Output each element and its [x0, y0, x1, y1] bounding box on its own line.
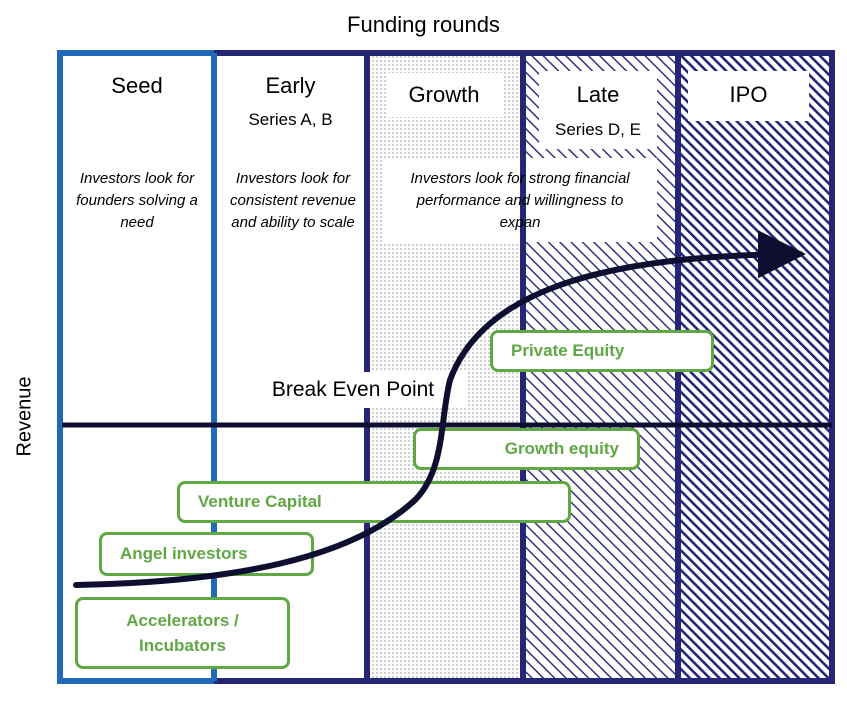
investor-angel-label: Angel investors — [120, 544, 248, 563]
stage-growth-name: Growth — [408, 82, 480, 107]
seed-column — [60, 53, 214, 681]
early-column — [214, 53, 367, 681]
ipo-label-panel — [688, 71, 809, 121]
investor-angel: Angel investors — [99, 532, 314, 576]
growth-description-panel — [382, 158, 657, 242]
stage-early-name: Early — [265, 73, 316, 98]
stage-early-description: Investors look for consistent revenue an… — [230, 170, 356, 231]
investor-venture-capital: Venture Capital — [177, 481, 571, 523]
stage-seed-description: Investors look for founders solving a ne… — [76, 170, 198, 231]
stage-early-subtitle: Series A, B — [248, 110, 333, 129]
investor-private-equity-label: Private Equity — [511, 341, 625, 360]
stage-late-name: Late — [576, 82, 620, 107]
investor-growth-equity: Growth equity — [413, 428, 640, 470]
investor-growth-equity-label: Growth equity — [504, 439, 619, 458]
late-label-panel — [539, 71, 657, 149]
stage-ipo-name: IPO — [729, 82, 768, 107]
investor-venture-capital-label: Venture Capital — [198, 492, 322, 511]
break-even-label: Break Even Point — [238, 372, 468, 408]
investor-accelerators-label: Accelerators / Incubators — [126, 611, 239, 655]
stage-late-subtitle: Series D, E — [555, 120, 641, 139]
stage-seed-name: Seed — [111, 73, 163, 98]
investor-private-equity: Private Equity — [490, 330, 714, 372]
stage-growth-description: Investors look for strong financial perf… — [410, 170, 630, 231]
frame-blue-seed — [57, 50, 214, 684]
diagram-title: Funding rounds — [347, 12, 500, 37]
growth-label-panel — [386, 73, 502, 117]
investor-accelerators: Accelerators / Incubators — [75, 597, 290, 669]
y-axis-label: Revenue — [13, 376, 36, 457]
